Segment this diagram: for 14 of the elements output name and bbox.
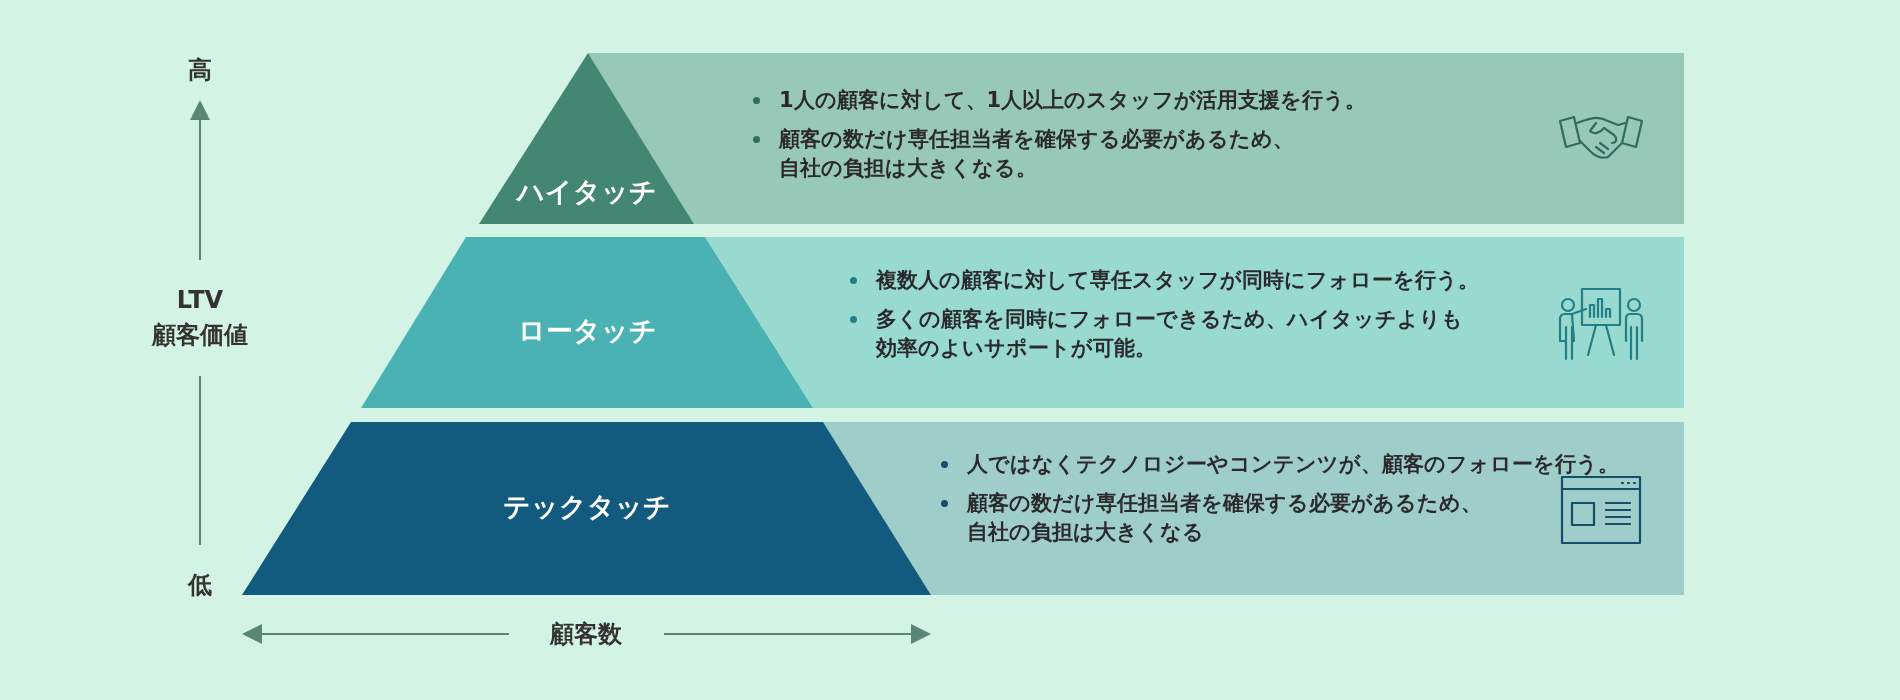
tier-label: テックタッチ [501, 490, 672, 524]
bullet-text: 人ではなくテクノロジーやコンテンツが、顧客のフォローを行う。 [967, 452, 1619, 476]
bullet-text: 顧客の数だけ専任担当者を確保する必要があるため、自社の負担は大きくなる [967, 489, 1483, 546]
axis-label: 低 [188, 570, 212, 601]
bullet-text: 1人の顧客に対して、1人以上のスタッフが活用支援を行う。 [779, 88, 1367, 112]
axis-label: LTV [176, 286, 224, 314]
bullet-text: 複数人の顧客に対して専任スタッフが同時にフォローを行う。 [876, 268, 1479, 292]
tier-label: ハイタッチ [515, 175, 658, 209]
axis-label: 顧客価値 [152, 320, 248, 351]
bullet-text: 顧客の数だけ専任担当者を確保する必要があるため、自社の負担は大きくなる。 [779, 125, 1295, 182]
axis-label: 高 [188, 55, 212, 86]
bullet-text: 多くの顧客を同時にフォローできるため、ハイタッチよりも効率のよいサポートが可能。 [876, 305, 1464, 362]
tier-label: ロータッチ [516, 314, 658, 348]
axis-label: 顧客数 [550, 619, 622, 650]
